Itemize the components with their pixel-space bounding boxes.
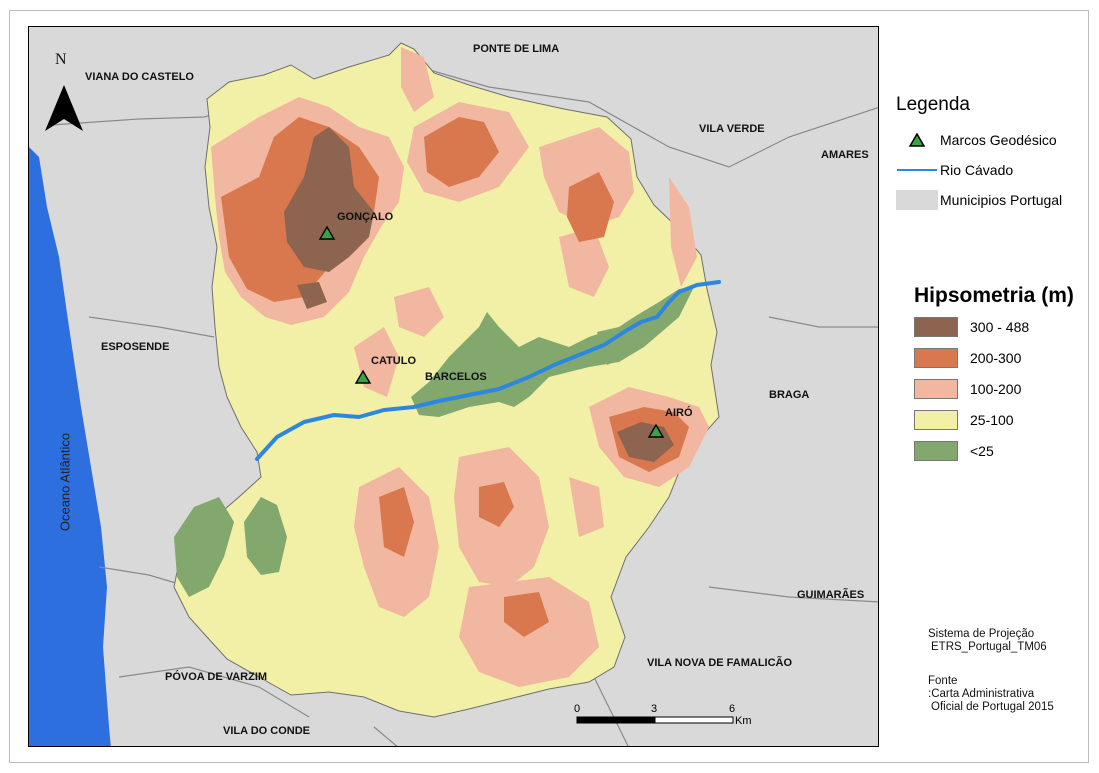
label-ponte-de-lima: PONTE DE LIMA (473, 43, 560, 55)
hypsometry-class-row: 25-100 (914, 410, 1014, 430)
hypsometry-class-row: <25 (914, 441, 994, 461)
marker-catulo-icon (354, 369, 372, 384)
hypsometry-swatch (914, 348, 958, 368)
map-canvas (29, 42, 878, 746)
hypsometry-class-label: 300 - 488 (970, 319, 1030, 335)
legend-label-municipios: Municipios Portugal (940, 192, 1063, 208)
north-arrow-icon (45, 85, 83, 131)
legend-item-rio: Rio Cávado (894, 160, 1013, 180)
hypsometry-swatch (914, 317, 958, 337)
label-braga: BRAGA (769, 389, 810, 401)
projection-line1: Sistema de Projeção (928, 628, 1035, 640)
ocean-label: Oceano Atlântico (57, 432, 73, 532)
label-vila-do-conde: VILA DO CONDE (223, 725, 310, 737)
label-amares: AMARES (821, 149, 869, 161)
source-line2: :Carta Administrativa (928, 688, 1035, 700)
hypsometry-class-row: 200-300 (914, 348, 1021, 368)
hypsometry-swatch (914, 410, 958, 430)
source-block: Fonte :Carta Administrativa Oficial de P… (928, 675, 1054, 714)
legend-label-rio: Rio Cávado (940, 162, 1014, 178)
projection-block: Sistema de Projeção ETRS_Portugal_TM06 (928, 628, 1047, 654)
legend-item-municipios: Municipios Portugal (894, 190, 1062, 210)
scale-unit: Km (735, 715, 752, 727)
hypsometry-title: Hipsometria (m) (914, 284, 1074, 307)
label-vila-verde: VILA VERDE (699, 123, 765, 135)
scale-bar (576, 716, 734, 724)
hypsometry-class-row: 300 - 488 (914, 317, 1029, 337)
hypsometry-class-label: 25-100 (970, 412, 1014, 428)
rio-cavado (255, 280, 721, 461)
label-viana-do-castelo: VIANA DO CASTELO (85, 71, 194, 83)
label-catulo: CATULO (371, 355, 417, 367)
zone-under-25 (174, 287, 694, 597)
scale-tick-0: 0 (574, 703, 581, 715)
legend-title: Legenda (896, 94, 970, 115)
label-guimaraes: GUIMARÃES (797, 589, 865, 601)
hypsometry-swatch (914, 379, 958, 399)
label-goncalo: GONÇALO (337, 211, 394, 223)
north-label: N (55, 51, 67, 68)
hypsometry-swatch (914, 441, 958, 461)
source-line3: Oficial de Portugal 2015 (931, 701, 1054, 713)
ocean-area (29, 147, 111, 746)
marker-goncalo-icon (318, 225, 336, 240)
legend-item-marcos: Marcos Geodésico (894, 130, 1057, 150)
source-line1: Fonte (928, 675, 958, 687)
legend-label-marcos: Marcos Geodésico (940, 132, 1057, 148)
hypsometry-class-label: <25 (970, 443, 994, 459)
map-frame[interactable]: N Oceano Atlântico VIANA DO CASTELO PONT… (28, 26, 879, 747)
hypsometry-class-label: 200-300 (970, 350, 1022, 366)
projection-line2: ETRS_Portugal_TM06 (931, 641, 1047, 653)
label-povoa-de-varzim: PÓVOA DE VARZIM (165, 671, 268, 683)
marker-airo-icon (647, 423, 665, 438)
label-barcelos: BARCELOS (425, 371, 487, 383)
river-line-icon (894, 168, 940, 172)
triangle-marker-icon (894, 133, 940, 147)
scale-tick-3: 3 (651, 703, 658, 715)
label-airo: AIRÓ (665, 407, 693, 419)
hypsometry-class-label: 100-200 (970, 381, 1022, 397)
label-esposende: ESPOSENDE (101, 341, 170, 353)
municipality-swatch-icon (894, 190, 940, 210)
hypsometry-class-row: 100-200 (914, 379, 1021, 399)
scale-tick-6: 6 (729, 703, 736, 715)
marcos-geodesicos (318, 225, 665, 438)
label-vila-nova-de-famalicao: VILA NOVA DE FAMALICÃO (647, 657, 793, 669)
